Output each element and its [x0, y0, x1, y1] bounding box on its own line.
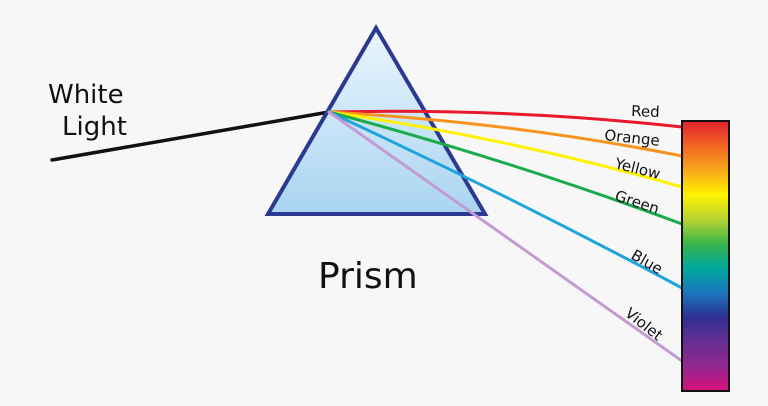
green-ray: [327, 110, 684, 226]
yellow-ray: [327, 110, 684, 189]
orange-ray: [327, 110, 684, 158]
orange-ray-label: Orange: [604, 126, 661, 150]
prism-label: Prism: [318, 256, 418, 297]
dispersed-rays: [327, 109, 684, 363]
white-light-label-line2: Light: [62, 112, 127, 142]
blue-ray-label: Blue: [628, 246, 666, 278]
red-ray-label: Red: [631, 102, 660, 121]
yellow-ray-label: Yellow: [612, 154, 662, 183]
white-light-label-line1: White: [48, 80, 124, 110]
violet-ray: [327, 110, 684, 363]
spectrum-bar: [681, 120, 730, 392]
white-light-ray: [50, 110, 331, 162]
green-ray-label: Green: [613, 187, 662, 218]
blue-ray: [327, 110, 684, 290]
red-ray: [327, 109, 684, 129]
